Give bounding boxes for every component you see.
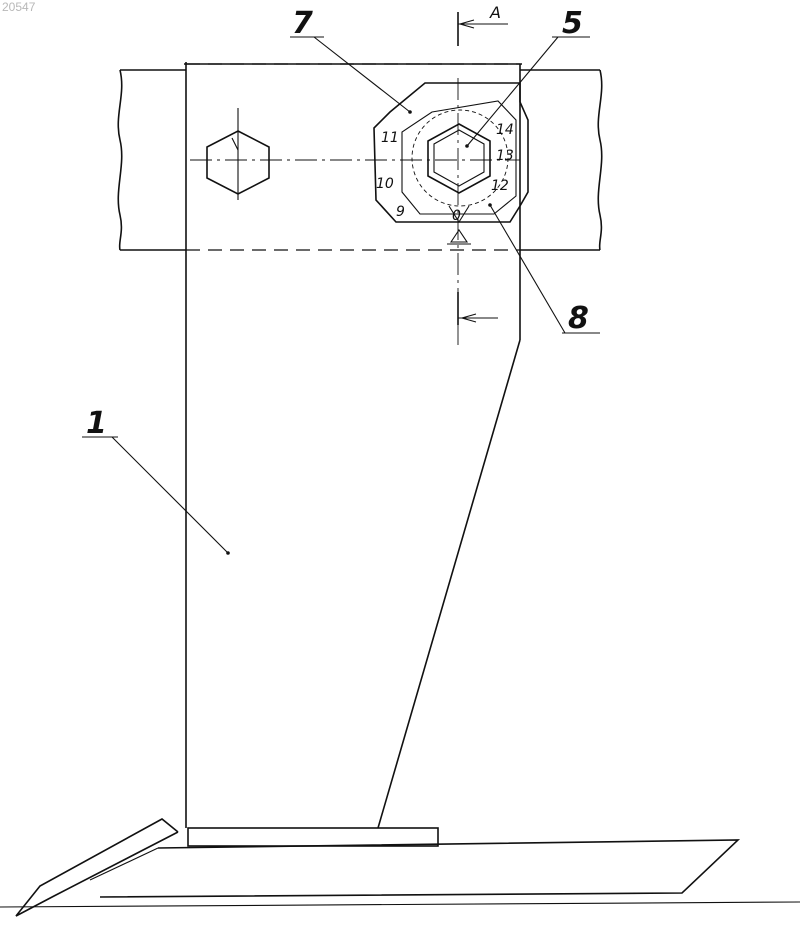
section-mark-bottom	[458, 292, 498, 325]
hex-nut	[428, 124, 490, 193]
callout-5-label: 5	[562, 6, 583, 41]
callout-7-label: 7	[292, 6, 313, 41]
section-label: A	[489, 3, 501, 22]
callout-8-label: 8	[568, 301, 589, 336]
left-bolt	[207, 108, 269, 200]
dial-mark-0: 0	[452, 208, 461, 224]
dial-mark-14: 14	[496, 122, 514, 138]
dial-mark-12: 12	[491, 178, 509, 194]
dial-mark-9: 9	[396, 204, 405, 220]
callout-1	[82, 437, 230, 555]
post-body	[184, 62, 522, 828]
base-plate	[188, 828, 438, 846]
beam	[118, 64, 601, 250]
callout-7	[290, 37, 412, 114]
callout-1-label: 1	[86, 406, 107, 441]
dial-mark-13: 13	[496, 148, 514, 164]
drawing-id: 20547	[2, 0, 36, 14]
share-blade	[0, 819, 800, 916]
dial-mark-11: 11	[381, 130, 399, 146]
dial-mark-10: 10	[376, 176, 394, 192]
